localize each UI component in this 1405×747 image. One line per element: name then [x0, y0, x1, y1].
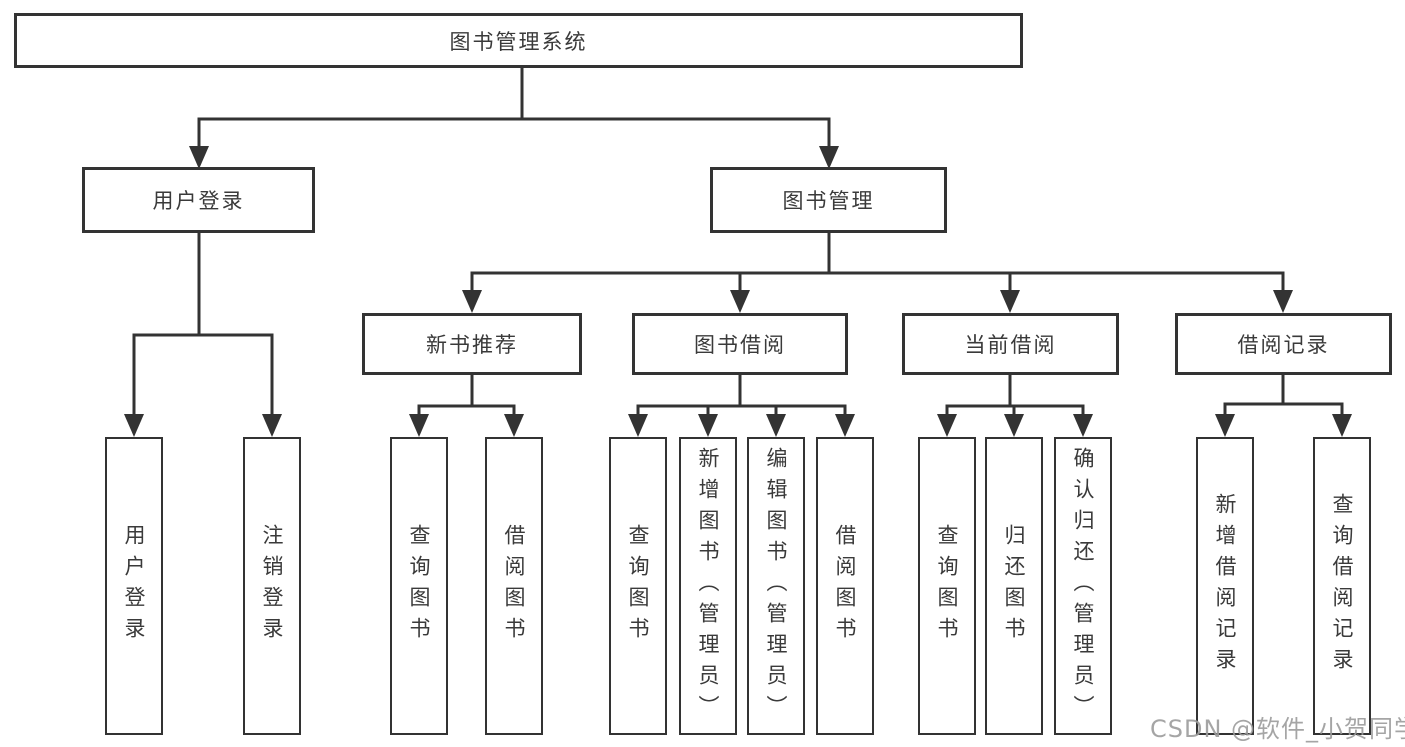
connector-root-to-level2	[197, 68, 831, 148]
watermark: CSDN @软件_小贺同学	[1150, 715, 1405, 743]
arrowheads-current	[937, 414, 1093, 437]
arrowheads-user-login	[124, 414, 282, 437]
leaf-borrowing-borrow-books: 借阅图书	[816, 437, 874, 735]
leaf-borrowing-edit-books-admin: 编辑图书（管理员）	[747, 437, 805, 735]
leaf-user-login: 用户登录	[105, 437, 163, 735]
node-root-system: 图书管理系统	[14, 13, 1023, 68]
node-book-management: 图书管理	[710, 167, 947, 233]
arrowheads-level2	[189, 146, 839, 169]
leaf-newbooks-query-books: 查询图书	[390, 437, 448, 735]
arrowheads-level3	[462, 290, 1293, 313]
arrowheads-records	[1215, 414, 1352, 437]
leaf-borrowing-add-books-admin: 新增图书（管理员）	[679, 437, 737, 735]
leaf-records-query-record: 查询借阅记录	[1313, 437, 1371, 735]
arrowheads-new-books	[409, 414, 524, 437]
connector-current-branch	[945, 375, 1085, 417]
node-book-borrowing: 图书借阅	[632, 313, 848, 375]
connector-user-login-branch	[132, 233, 274, 416]
node-user-login: 用户登录	[82, 167, 315, 233]
leaf-logout: 注销登录	[243, 437, 301, 735]
connector-book-mgmt-to-level3	[470, 233, 1285, 292]
arrowheads-borrowing	[628, 414, 855, 437]
connector-new-books-branch	[417, 375, 516, 417]
node-new-book-recommend: 新书推荐	[362, 313, 582, 375]
leaf-current-return-books: 归还图书	[985, 437, 1043, 735]
leaf-current-query-books: 查询图书	[918, 437, 976, 735]
leaf-current-confirm-return-admin: 确认归还（管理员）	[1054, 437, 1112, 735]
connector-records-branch	[1223, 375, 1344, 417]
leaf-borrowing-query-books: 查询图书	[609, 437, 667, 735]
node-borrowing-records: 借阅记录	[1175, 313, 1392, 375]
leaf-newbooks-borrow-books: 借阅图书	[485, 437, 543, 735]
node-current-borrowing: 当前借阅	[902, 313, 1119, 375]
leaf-records-add-record: 新增借阅记录	[1196, 437, 1254, 735]
connector-borrowing-branch	[636, 375, 847, 417]
